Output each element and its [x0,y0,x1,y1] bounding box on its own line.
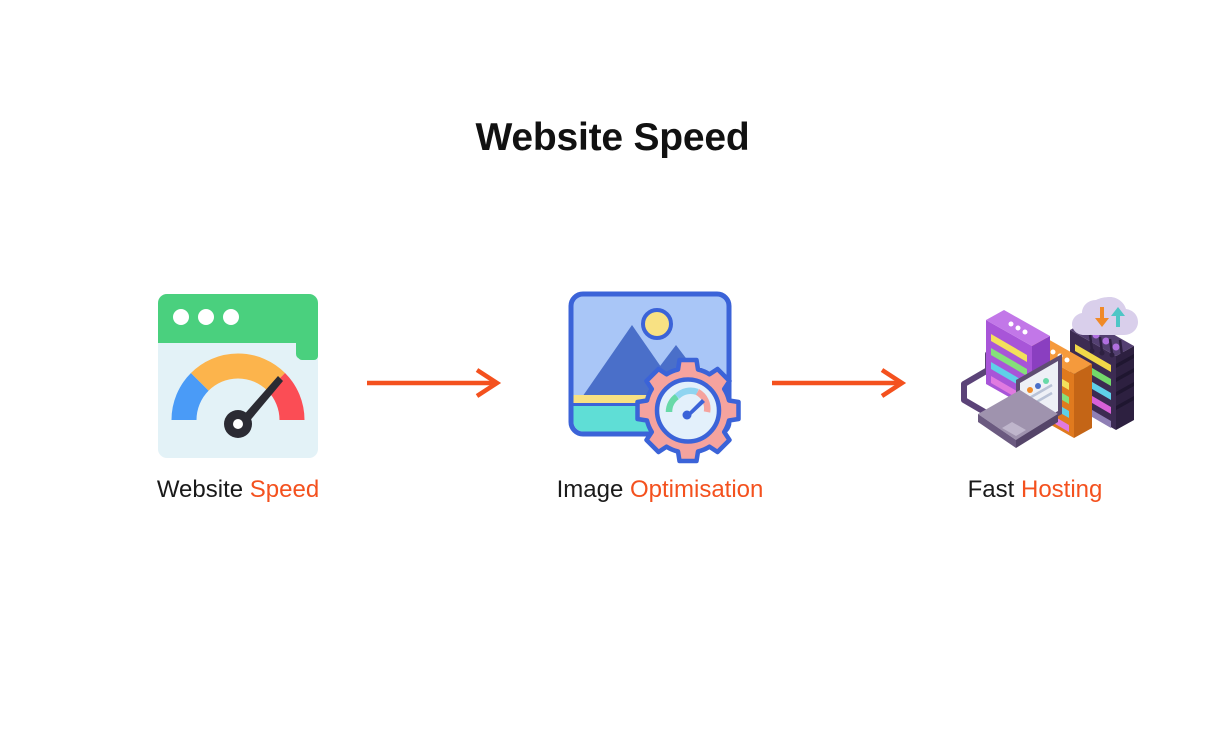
flow-step-label-website-speed: Website Speed [113,473,363,507]
flow-step-fast-hosting: Fast Hosting [910,280,1160,540]
servers-laptop-cloud-isometric-icon [910,280,1160,470]
step-label-primary: Image [556,476,624,503]
arrow-right-icon [367,368,502,398]
step-label-accent: Optimisation [629,476,764,503]
laptop [978,353,1062,448]
flow-step-website-speed: Website Speed [113,280,363,540]
step-label-primary: Fast [967,476,1015,503]
flow-arrow-2 [770,368,910,398]
cloud-icon [1072,296,1138,335]
step-label-accent: Hosting [1020,476,1103,503]
cloud-connectors [1088,334,1124,355]
flow-row: Website Speed [0,280,1225,540]
arrow-right-icon [772,368,907,398]
flow-step-label-fast-hosting: Fast Hosting [910,473,1160,507]
flow-arrow-1 [365,368,505,398]
image-gear-speedometer-icon [535,280,785,470]
flow-step-image-optimisation: Image Optimisation [535,280,785,540]
step-label-primary: Website [156,476,244,503]
image-gear-svg [568,291,741,464]
page-title: Website Speed [475,116,750,159]
browser-speedometer-icon [113,280,363,470]
hosting-isometric-svg [961,296,1138,448]
flow-step-label-image-optimisation: Image Optimisation [535,473,785,507]
step-label-accent: Speed [249,476,320,503]
browser-speedometer-svg [158,294,318,458]
